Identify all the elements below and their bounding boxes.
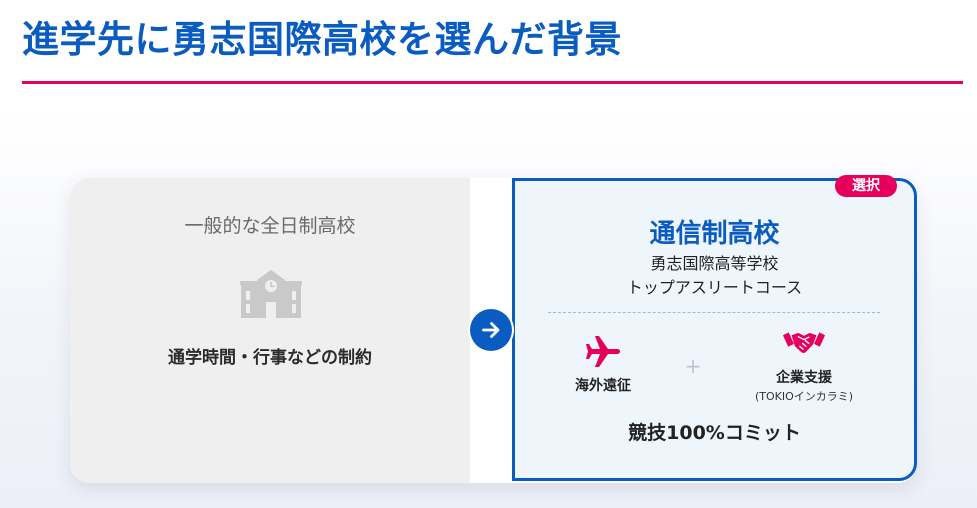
correspondence-school-heading: 通信制高校	[649, 219, 780, 249]
course-name: トップアスリートコース	[626, 278, 803, 297]
comparison-card: 一般的な全日制高校	[70, 175, 917, 483]
handshake-icon	[782, 328, 826, 356]
feature-corporate-support: 企業支援 (TOKIOインカラミ)	[744, 327, 864, 407]
school-name: 勇志国際高等学校	[650, 254, 779, 273]
page-title: 進学先に勇志国際高校を選んだ背景	[22, 18, 622, 61]
selected-badge: 選択	[835, 175, 897, 197]
correspondence-school-panel: 選択 通信制高校 勇志国際高等学校 トップアスリートコース 海外遠征 +	[512, 175, 917, 481]
arrow-right-icon	[482, 322, 500, 338]
feature-overseas-expedition: 海外遠征	[543, 331, 663, 411]
transition-arrow	[470, 309, 512, 351]
feature-label: 企業支援	[776, 370, 832, 386]
plus-sign: +	[684, 354, 702, 378]
school-building-icon	[240, 268, 302, 318]
feature-label: 海外遠征	[575, 378, 631, 394]
title-underline	[22, 81, 963, 84]
standard-school-heading: 一般的な全日制高校	[184, 215, 356, 237]
airplane-icon	[584, 335, 621, 368]
standard-school-panel: 一般的な全日制高校	[70, 178, 470, 483]
feature-note: (TOKIOインカラミ)	[754, 390, 854, 403]
summary-text: 競技100%コミット	[628, 422, 801, 444]
standard-school-constraint: 通学時間・行事などの制約	[168, 348, 372, 368]
dashed-divider	[548, 312, 880, 313]
